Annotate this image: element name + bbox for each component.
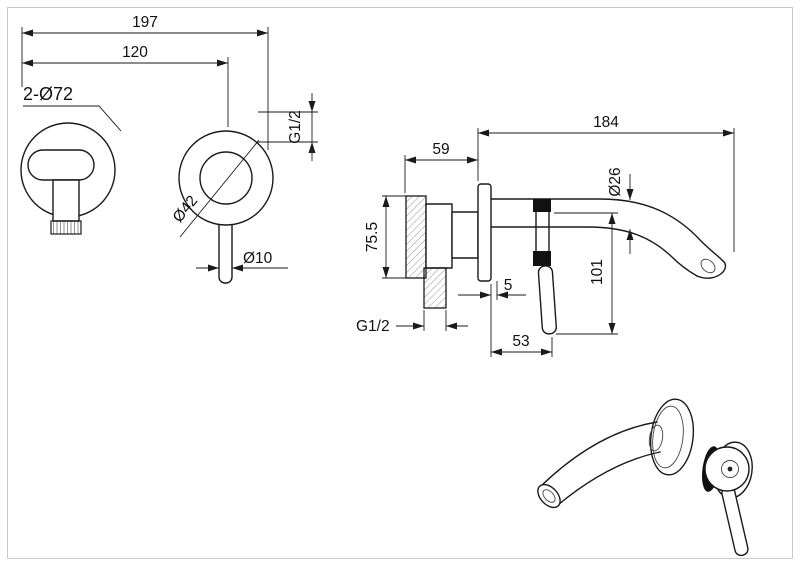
valve-body-front-section	[451, 211, 479, 259]
dim-53-label: 53	[512, 333, 529, 350]
dimension-spout-reach: 184	[477, 114, 735, 252]
front-view: 197 120 2-Ø72 Ø42 Ø10	[20, 14, 318, 284]
spout-tip-cap	[696, 259, 727, 279]
perspective-handle-knob	[704, 446, 750, 492]
escutcheon-leader-line	[23, 105, 122, 132]
page-border	[7, 7, 793, 559]
perspective-escutcheon-outer	[649, 398, 695, 476]
perspective-escutcheon-inner	[652, 405, 684, 469]
dim-184-label: 184	[593, 114, 619, 131]
perspective-spout-bottom-edge	[557, 451, 661, 506]
dimension-spout-drop: 101	[554, 212, 618, 335]
spout-bottom-edge	[490, 226, 698, 277]
trim-ring-lower	[533, 251, 551, 266]
dimension-body-height: 75.5	[364, 195, 406, 279]
spout-top-edge	[490, 198, 723, 261]
aerator-tip	[50, 220, 82, 235]
perspective-knob-center-dot	[727, 466, 733, 472]
perspective-aerator	[542, 489, 556, 503]
perspective-spout-top-edge	[539, 421, 658, 488]
side-view: 59 184 75.5	[356, 114, 735, 357]
handle-lever-side	[537, 265, 557, 335]
dimension-handle-projection: 53	[490, 284, 553, 357]
perspective-knob-detail	[721, 460, 739, 478]
dim-d26-label: Ø26	[607, 167, 624, 196]
valve-body-mid-section	[425, 203, 453, 269]
inlet-connection	[423, 267, 447, 309]
handle-trim-circle	[199, 151, 253, 205]
thread-label-side: G1/2	[356, 318, 390, 335]
dimension-plate-gap: 5	[458, 277, 526, 300]
dim-59-label: 59	[432, 141, 449, 158]
thread-label-front: G1/2	[287, 110, 304, 144]
spout-side-view	[490, 198, 727, 279]
dimension-lever-diameter: Ø10	[196, 250, 288, 272]
spout-tube-front	[52, 179, 80, 222]
trim-diameter-leader	[179, 139, 260, 238]
handle-front-view: Ø42	[170, 130, 274, 284]
valve-body-side	[405, 183, 492, 309]
wall-plate-side	[477, 183, 492, 282]
escutcheon-callout: 2-Ø72	[23, 84, 122, 132]
dim-120-label: 120	[122, 44, 148, 61]
dimension-hole-centers: 120	[22, 44, 229, 127]
perspective-view	[537, 398, 753, 557]
thread-callout-front: G1/2	[256, 93, 318, 161]
dim-75-5-label: 75.5	[364, 222, 381, 252]
dim-101-label: 101	[589, 259, 606, 285]
dimension-overall-width: 197	[21, 14, 269, 150]
dimension-body-depth: 59	[404, 141, 478, 193]
handle-side-view	[533, 199, 557, 335]
perspective-handle-lever	[721, 485, 749, 557]
dim-d10-label: Ø10	[243, 250, 273, 267]
dimension-spout-diameter: Ø26	[607, 167, 634, 254]
spout-outlet-opening	[700, 258, 716, 274]
spout-body-front	[27, 149, 95, 181]
escutcheons-label: 2-Ø72	[23, 84, 73, 104]
perspective-spout-base	[648, 424, 664, 452]
trim-ring-upper	[533, 199, 551, 212]
perspective-spout-tip	[537, 483, 561, 509]
spout-front-view	[20, 122, 116, 235]
thread-callout-side: G1/2	[356, 310, 468, 335]
handle-escutcheon-circle	[178, 130, 274, 226]
valve-body-back-section	[405, 195, 427, 279]
dim-197-label: 197	[132, 14, 158, 31]
dim-5-label: 5	[504, 277, 513, 294]
